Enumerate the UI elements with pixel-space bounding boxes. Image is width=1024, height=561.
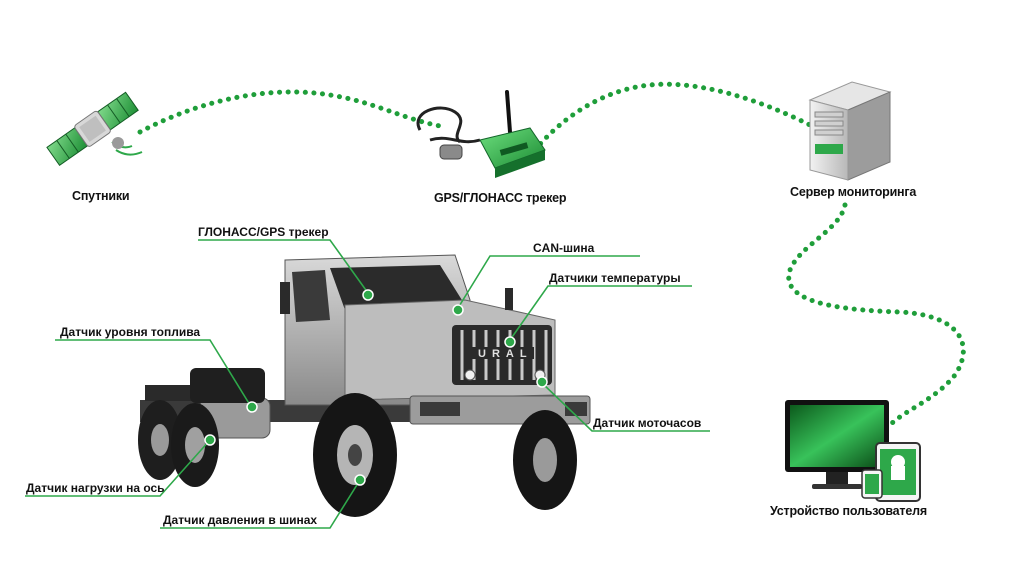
label-tire-pressure: Датчик давления в шинах	[163, 513, 317, 527]
user-device-group	[785, 400, 921, 502]
marker-fuel-level	[246, 401, 258, 413]
marker-glonass-tracker	[362, 289, 374, 301]
monitor-icon	[785, 400, 889, 489]
link-satellite-tracker	[137, 89, 443, 135]
server-icon	[808, 81, 892, 181]
label-user-device: Устройство пользователя	[770, 504, 927, 518]
tablet-android-icon	[875, 442, 921, 502]
label-glonass-tracker: ГЛОНАСС/GPS трекер	[198, 225, 329, 239]
link-server-device	[786, 202, 966, 428]
truck-brand: URAL	[478, 348, 533, 360]
label-axle-load: Датчик нагрузки на ось	[26, 481, 165, 495]
truck-wheels	[138, 393, 577, 517]
label-tracker: GPS/ГЛОНАСС трекер	[434, 191, 567, 205]
label-server: Сервер мониторинга	[790, 185, 917, 199]
phone-android-icon	[861, 469, 883, 499]
satellite-icon	[46, 91, 143, 167]
truck-illustration: URAL	[138, 254, 591, 517]
marker-can-bus	[452, 304, 464, 316]
marker-axle-load	[204, 434, 216, 446]
marker-temperature	[504, 336, 516, 348]
label-engine-hours: Датчик моточасов	[593, 416, 701, 430]
tracker-device-icon	[416, 90, 546, 178]
callout-lines	[25, 239, 710, 529]
label-fuel-level: Датчик уровня топлива	[60, 325, 200, 339]
connection-paths	[137, 81, 966, 428]
label-satellites: Спутники	[72, 189, 129, 203]
marker-tire-pressure	[354, 474, 366, 486]
marker-engine-hours	[536, 376, 548, 388]
link-tracker-server	[532, 81, 813, 153]
label-temperature: Датчики температуры	[549, 271, 681, 285]
label-can-bus: CAN-шина	[533, 241, 595, 255]
sensor-markers	[204, 289, 548, 486]
